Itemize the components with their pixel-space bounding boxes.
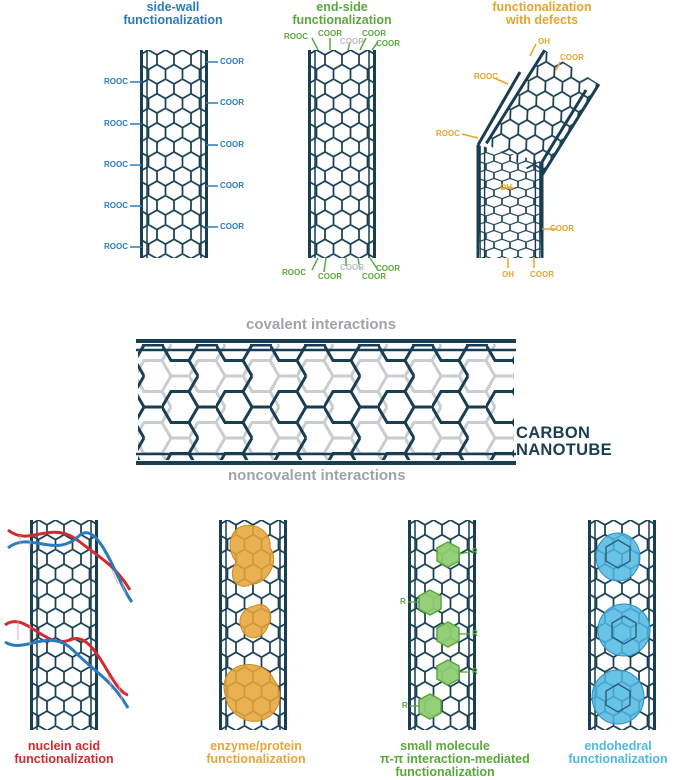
defects-group: OH bbox=[500, 183, 512, 192]
endohedral-title-line2: functionalization bbox=[568, 752, 668, 766]
r-group-label: R bbox=[472, 629, 478, 638]
sidewall-title-line1: side-wall bbox=[146, 0, 200, 14]
endside-top-group: ROOC bbox=[284, 32, 308, 41]
endside-bottom-group: COOR bbox=[318, 272, 342, 281]
small-molecule-nanotube bbox=[408, 520, 476, 730]
nucleic-title-line2: functionalization bbox=[14, 752, 114, 766]
defects-title: functionalization with defects bbox=[486, 1, 598, 27]
enzyme-title-line1: enzyme/protein bbox=[210, 739, 302, 753]
sidewall-right-group: COOR bbox=[220, 222, 244, 231]
sphere-icon bbox=[591, 532, 651, 725]
endside-title-line2: functionalization bbox=[292, 13, 392, 27]
sidewall-right-group: COOR bbox=[220, 98, 244, 107]
endside-bottom-group: ROOC bbox=[282, 268, 306, 277]
small-molecule-title-line2: π-π interaction-mediated bbox=[380, 752, 530, 766]
defects-title-line2: with defects bbox=[505, 13, 579, 27]
protein-blob-icon bbox=[223, 524, 281, 722]
sidewall-right-group: COOR bbox=[220, 57, 244, 66]
r-group-label: R bbox=[402, 701, 408, 710]
carbon-nanotube-label-line2: NANOTUBE bbox=[516, 441, 612, 459]
sidewall-right-group: COOR bbox=[220, 181, 244, 190]
endside-bottom-group: COOR bbox=[340, 263, 364, 272]
defects-group: COOR bbox=[550, 224, 574, 233]
hexagon-ring-icon bbox=[418, 541, 460, 720]
defects-group: COOR bbox=[530, 270, 554, 279]
endohedral-nanotube bbox=[588, 520, 656, 730]
sidewall-left-group: ROOC bbox=[104, 160, 128, 169]
r-group-label: R bbox=[400, 597, 406, 606]
defects-group: OH bbox=[538, 37, 550, 46]
nucleic-title: nuclein acid functionalization bbox=[4, 740, 124, 766]
endside-top-group: COOR bbox=[318, 29, 342, 38]
covalent-label: covalent interactions bbox=[246, 316, 397, 333]
endohedral-title-line1: endohedral bbox=[584, 739, 652, 753]
endside-title-line1: end-side bbox=[316, 0, 368, 14]
endside-bottom-group: COOR bbox=[376, 264, 400, 273]
defects-group: OH bbox=[502, 270, 514, 279]
endohedral-title: endohedral functionalization bbox=[560, 740, 676, 766]
nucleic-title-line1: nuclein acid bbox=[27, 739, 101, 753]
carbon-nanotube-main bbox=[136, 339, 516, 465]
small-molecule-title-line3: functionalization bbox=[395, 765, 495, 779]
sidewall-title: side-wall functionalization bbox=[118, 1, 228, 27]
enzyme-nanotube bbox=[219, 520, 287, 730]
endside-bottom-group: COOR bbox=[362, 272, 386, 281]
sidewall-title-line2: functionalization bbox=[123, 13, 223, 27]
noncovalent-label: noncovalent interactions bbox=[228, 467, 406, 484]
sidewall-left-group: ROOC bbox=[104, 201, 128, 210]
endside-title: end-side functionalization bbox=[286, 1, 398, 27]
r-group-label: R bbox=[472, 667, 478, 676]
endside-top-group: COOR bbox=[376, 39, 400, 48]
defects-title-line1: functionalization bbox=[492, 0, 592, 14]
sidewall-left-group: ROOC bbox=[104, 242, 128, 251]
sidewall-left-group: ROOC bbox=[104, 119, 128, 128]
small-molecule-title: small molecule π-π interaction-mediated … bbox=[380, 739, 530, 779]
carbon-nanotube-label-line1: CARBON bbox=[516, 424, 591, 442]
endside-top-group: COOR bbox=[340, 37, 364, 46]
sidewall-nanotube bbox=[130, 50, 218, 258]
defects-group: COOR bbox=[560, 53, 584, 62]
endside-nanotube bbox=[308, 37, 379, 273]
r-group-label: R bbox=[472, 547, 478, 556]
enzyme-title-line2: functionalization bbox=[206, 752, 306, 766]
defects-group: ROOC bbox=[474, 72, 498, 81]
enzyme-title: enzyme/protein functionalization bbox=[196, 740, 316, 766]
small-molecule-title-line1: small molecule bbox=[400, 739, 490, 753]
dna-helix-icon bbox=[4, 528, 134, 709]
nucleic-acid-nanotube bbox=[4, 520, 134, 730]
sidewall-left-group: ROOC bbox=[104, 77, 128, 86]
defects-nanotube bbox=[461, 43, 601, 268]
endside-top-group: COOR bbox=[362, 29, 386, 38]
carbon-nanotube-label: CARBON NANOTUBE bbox=[516, 425, 612, 459]
sidewall-right-group: COOR bbox=[220, 140, 244, 149]
defects-group: ROOC bbox=[436, 129, 460, 138]
